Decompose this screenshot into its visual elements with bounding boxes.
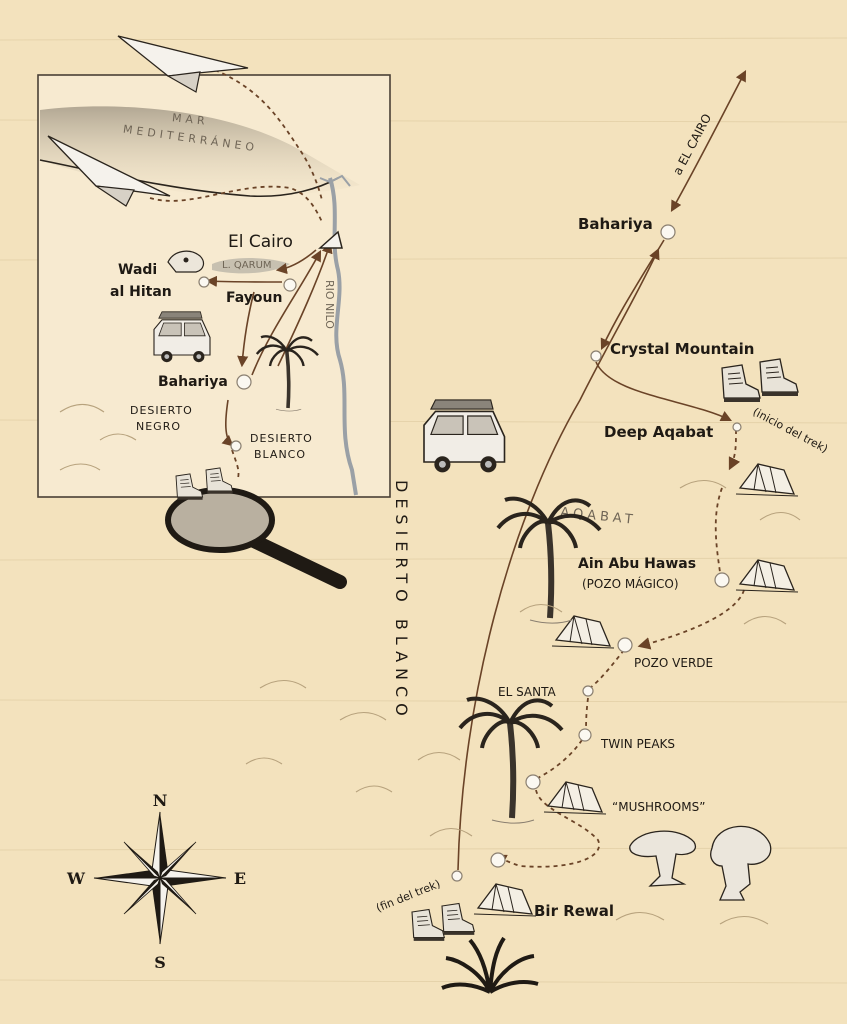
lake-label: L. QARUM	[222, 260, 272, 271]
inset-bahariya-node	[236, 374, 252, 390]
compass-north: N	[153, 791, 168, 810]
sand-dunes	[245, 479, 801, 925]
magnifying-glass-icon	[165, 467, 347, 589]
ain-abu-hawas-label-line2: (POZO MÁGICO)	[582, 576, 679, 591]
nile-river	[328, 177, 358, 496]
wadi-label-line1: Wadi	[118, 262, 157, 278]
pozo-verde-node	[617, 637, 633, 653]
bir-rewal-label: Bir Rewal	[534, 902, 614, 920]
tent-icon	[473, 883, 537, 917]
bahariya-node	[660, 224, 676, 240]
white-desert-line2: BLANCO	[254, 448, 306, 461]
crystal-mountain-label: Crystal Mountain	[610, 340, 754, 358]
wadi-node	[198, 276, 210, 288]
compass-west: W	[66, 869, 86, 888]
fayoun-label: Fayoun	[226, 290, 282, 306]
paper-plane-icon	[117, 35, 249, 93]
rock-mushroom-icon	[629, 830, 697, 887]
white-desert-line1: DESIERTO	[250, 432, 313, 445]
bir-rewal-node	[490, 852, 506, 868]
el-santa-label: EL SANTA	[498, 685, 557, 699]
flight-path-1	[214, 69, 323, 201]
tent-icon	[735, 559, 799, 593]
tent-icon	[551, 615, 615, 649]
twin-peaks-node	[578, 728, 592, 742]
twin-peaks-label: TWIN PEAKS	[600, 737, 675, 751]
tent-icon	[735, 463, 799, 497]
black-desert-line2: NEGRO	[136, 420, 181, 433]
crystal-mountain-node	[590, 350, 602, 362]
inset-cairo-label: El Cairo	[228, 232, 293, 252]
white-desert-node	[230, 440, 242, 452]
compass-rose-icon	[93, 811, 227, 945]
route-return	[457, 247, 660, 871]
wadi-label-line2: al Hitan	[110, 284, 172, 300]
compass-east: E	[234, 869, 246, 888]
ain-abu-hawas-label-line1: Ain Abu Hawas	[578, 556, 696, 572]
inset-map: MAR MEDITERRÁNEO El Cairo L. QARUM Wadi …	[37, 35, 391, 498]
mushrooms-node	[525, 774, 541, 790]
deep-aqabat-label: Deep Aqabat	[604, 423, 713, 441]
nile-label: RIO NILO	[323, 280, 336, 329]
trek-end-node	[451, 870, 463, 882]
hiking-boots-icon	[759, 358, 799, 397]
hiking-boots-icon	[441, 902, 475, 936]
hiking-boots-icon	[411, 908, 445, 942]
region-label: DESIERTO BLANCO	[392, 480, 411, 722]
black-desert-line1: DESIERTO	[130, 404, 193, 417]
van-icon	[153, 311, 211, 363]
bahariya-label: Bahariya	[578, 215, 653, 233]
sea-label-line1: MAR	[171, 111, 209, 128]
camel-skull-icon	[167, 250, 205, 273]
inset-bahariya-label: Bahariya	[158, 374, 228, 390]
trek-start-label: (inicio del trek)	[751, 405, 830, 455]
rock-mushroom-icon	[710, 825, 772, 901]
palm-shrub-icon	[441, 936, 539, 994]
route-crystal-aqabat	[595, 361, 733, 422]
mushrooms-label: “MUSHROOMS”	[612, 800, 705, 814]
fayoun-node	[283, 278, 297, 292]
paper-plane-icon	[47, 135, 171, 207]
sand-dunes	[59, 403, 137, 471]
el-santa-node	[582, 685, 594, 697]
trek-end-label: (fin del trek)	[374, 877, 442, 915]
ain-abu-hawas-node	[714, 572, 730, 588]
route-to-cairo	[670, 70, 747, 212]
cairo-marker	[318, 230, 343, 249]
compass-south: S	[154, 953, 166, 972]
lake-qarum	[212, 258, 290, 274]
deep-aqabat-node	[732, 422, 742, 432]
pozo-verde-label: POZO VERDE	[634, 656, 713, 670]
hiking-boots-icon	[721, 364, 761, 403]
van-icon	[423, 399, 506, 474]
